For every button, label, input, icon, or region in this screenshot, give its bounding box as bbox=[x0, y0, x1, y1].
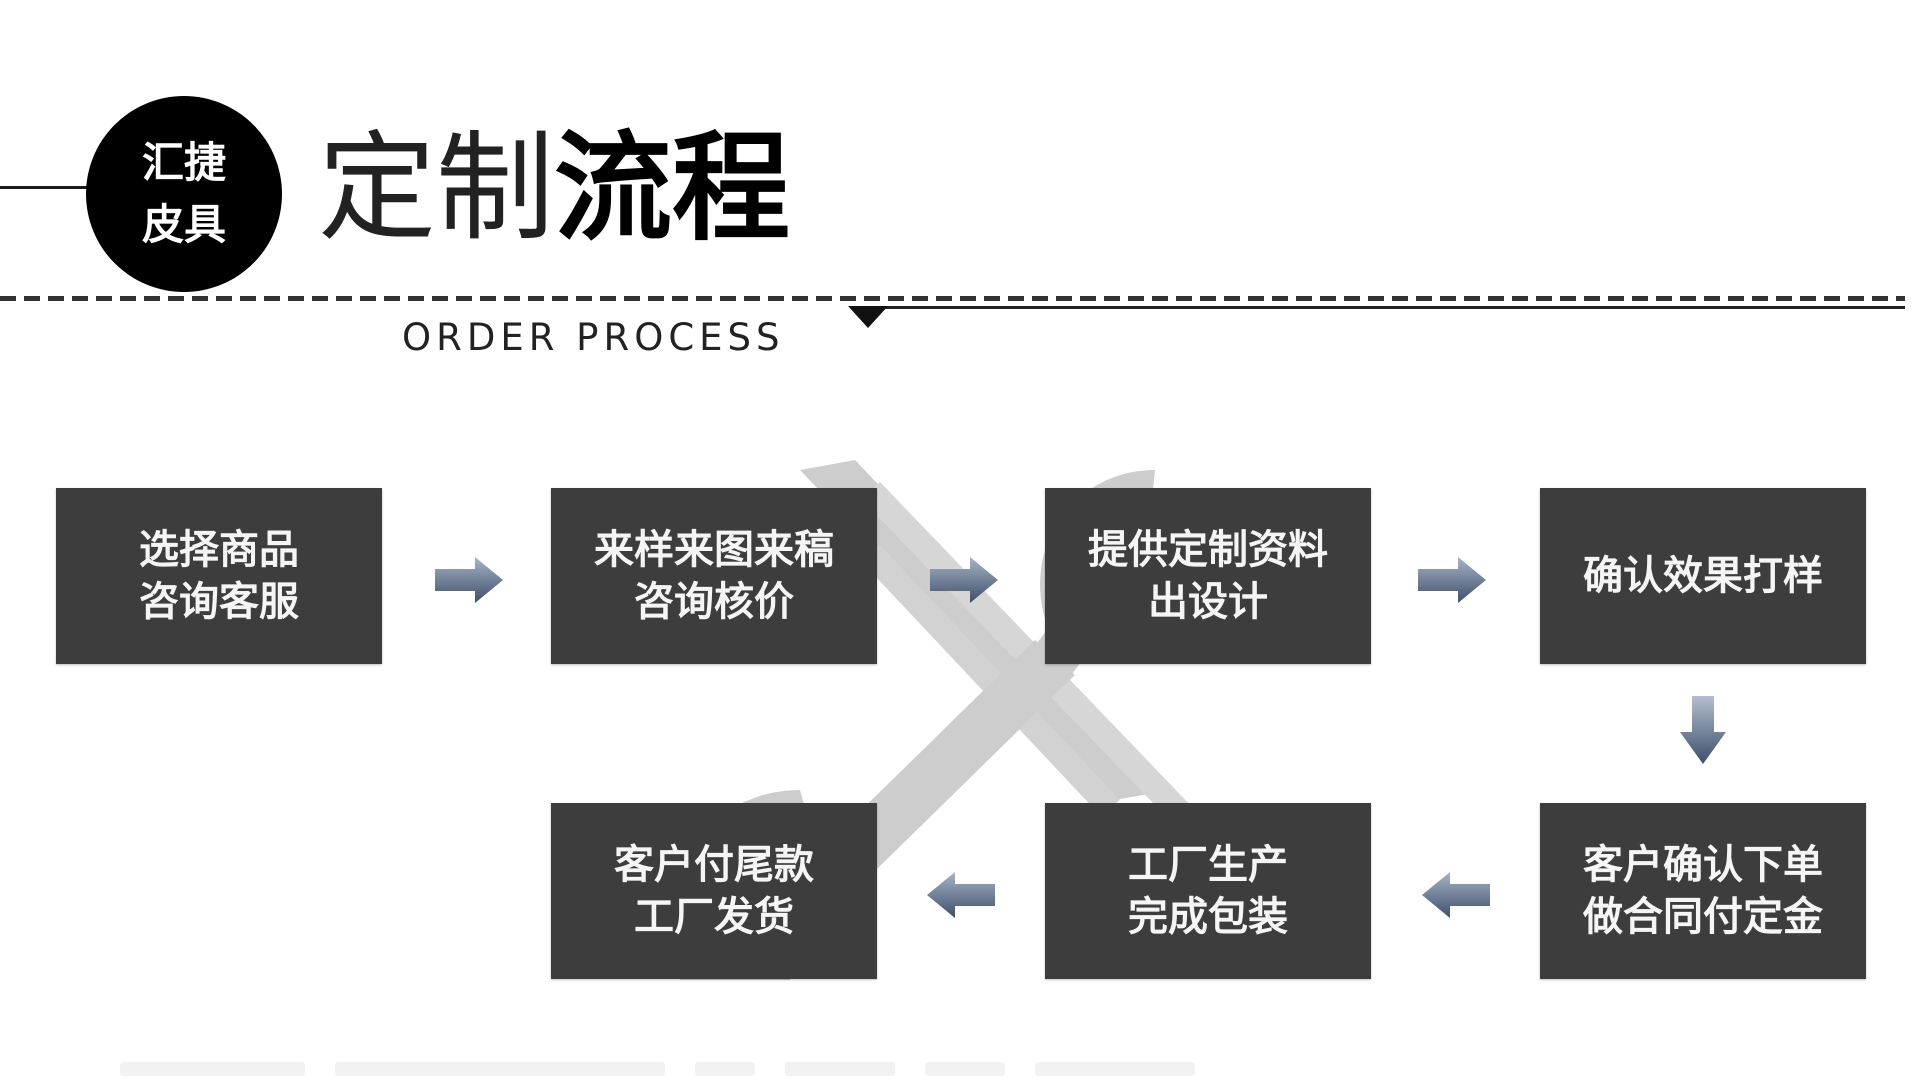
arrow-left-icon bbox=[1422, 872, 1490, 918]
arrow-right-icon bbox=[1418, 557, 1486, 603]
step-6-line-2: 完成包装 bbox=[1128, 894, 1288, 940]
step-7-line-2: 工厂发货 bbox=[634, 894, 794, 940]
arrow-right-icon bbox=[435, 557, 503, 603]
step-2: 来样来图来稿 咨询核价 bbox=[551, 488, 877, 664]
step-1-line-1: 选择商品 bbox=[139, 527, 299, 573]
step-5-line-2: 做合同付定金 bbox=[1583, 894, 1823, 940]
solid-divider bbox=[870, 306, 1905, 309]
step-3-line-2: 出设计 bbox=[1148, 579, 1268, 625]
step-7: 客户付尾款 工厂发货 bbox=[551, 803, 877, 979]
brand-badge-line1: 汇捷 bbox=[141, 138, 226, 187]
step-5-line-1: 客户确认下单 bbox=[1583, 842, 1823, 888]
step-3-line-1: 提供定制资料 bbox=[1088, 527, 1328, 573]
step-6: 工厂生产 完成包装 bbox=[1045, 803, 1371, 979]
triangle-down-icon bbox=[848, 306, 888, 328]
page-title-bold: 流程 bbox=[554, 119, 791, 257]
page-subtitle: ORDER PROCESS bbox=[402, 316, 785, 359]
step-1: 选择商品 咨询客服 bbox=[56, 488, 382, 664]
step-2-line-2: 咨询核价 bbox=[634, 579, 794, 625]
page-title: 定制流程 bbox=[318, 118, 790, 258]
arrow-right-icon bbox=[930, 557, 998, 603]
step-5: 客户确认下单 做合同付定金 bbox=[1540, 803, 1866, 979]
header-lead-line bbox=[0, 186, 90, 189]
step-3: 提供定制资料 出设计 bbox=[1045, 488, 1371, 664]
step-6-line-1: 工厂生产 bbox=[1128, 842, 1288, 888]
step-2-line-1: 来样来图来稿 bbox=[594, 527, 834, 573]
step-1-line-2: 咨询客服 bbox=[139, 579, 299, 625]
step-7-line-1: 客户付尾款 bbox=[614, 842, 814, 888]
brand-badge: 汇捷 皮具 bbox=[86, 96, 282, 292]
arrow-down-icon bbox=[1680, 696, 1726, 764]
step-4: 确认效果打样 bbox=[1540, 488, 1866, 664]
footer-faded-text bbox=[120, 1062, 1195, 1076]
dashed-divider bbox=[0, 296, 1905, 301]
brand-badge-line2: 皮具 bbox=[141, 200, 226, 249]
step-4-line-1: 确认效果打样 bbox=[1583, 553, 1823, 599]
page-title-light: 定制 bbox=[318, 119, 555, 257]
arrow-left-icon bbox=[927, 872, 995, 918]
